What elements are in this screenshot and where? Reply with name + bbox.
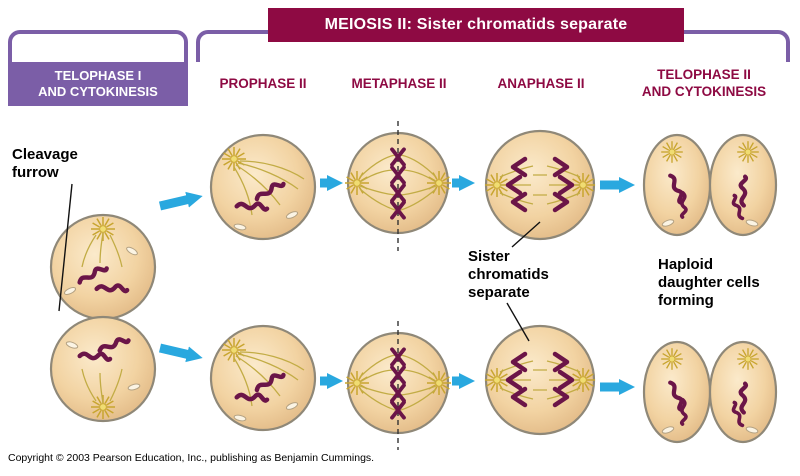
cell-pair-telophase2-top [642,133,778,237]
flow-arrows [158,175,635,395]
pointer-cleavage-furrow [58,183,73,312]
column-header-telophase2-cytokinesis: TELOPHASE II AND CYTOKINESIS [641,67,767,99]
cell-metaphase2-bottom [345,321,451,450]
copyright-text: Copyright © 2003 Pearson Education, Inc.… [8,452,375,464]
label-haploid-daughter-cells: Haploid daughter cells forming [658,256,760,309]
cell-metaphase2-top [344,121,452,251]
cell-prophase2-bottom [211,326,315,430]
cell-pair-telophase1 [49,213,157,423]
bracket-telophase1 [8,30,188,62]
title-banner: MEIOSIS II: Sister chromatids separate [268,8,684,42]
cell-anaphase2-top [484,129,596,241]
column-header-anaphase2: ANAPHASE II [497,75,585,91]
label-cleavage-furrow: Cleavage furrow [12,146,78,181]
cell-anaphase2-bottom [485,326,595,434]
column-header-telophase1-cytokinesis: TELOPHASE I AND CYTOKINESIS [8,62,188,106]
cell-prophase2-top [209,133,317,241]
cells-illustration [49,121,778,450]
arrow-to-prophase2-bottom [158,343,203,363]
column-header-prophase2: PROPHASE II [219,75,307,91]
pointer-lines [58,183,541,342]
column-header-metaphase2: METAPHASE II [351,75,447,91]
arrow-to-prophase2-top [158,191,203,211]
pointer-sister-chromatids-top [511,221,541,248]
cell-pair-telophase2-bottom [644,342,776,442]
pointer-sister-chromatids-bottom [506,302,530,342]
label-sister-chromatids-separate: Sister chromatids separate [468,248,549,301]
